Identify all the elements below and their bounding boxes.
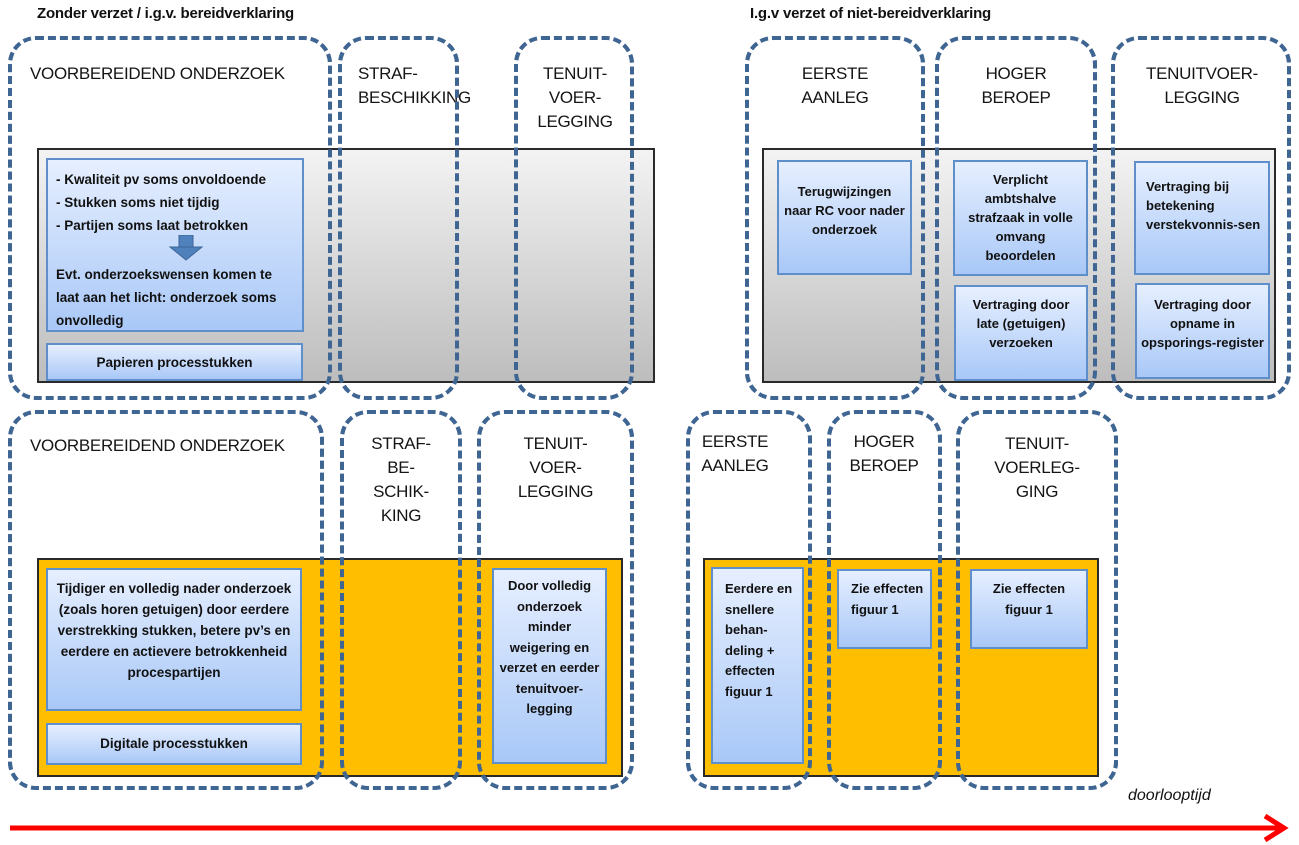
card-vertraging-betekening: Vertraging bij betekening verstekvonnis-… — [1134, 161, 1270, 275]
phase-divider — [827, 410, 942, 790]
phase-divider — [514, 36, 634, 400]
phase-divider — [340, 410, 462, 790]
phase-label: VOORBEREIDEND ONDERZOEK — [30, 436, 285, 455]
phase-divider — [745, 36, 925, 400]
card-zie-effecten-hoger-beroep: Zie effecten figuur 1 — [837, 569, 932, 649]
card-digital-documents: Digitale processtukken — [46, 723, 302, 765]
phase-divider — [477, 410, 634, 790]
heading-without-objection: Zonder verzet / i.g.v. bereidverklaring — [37, 5, 295, 22]
card-tijdiger-onderzoek: Tijdiger en volledig nader onderzoek (zo… — [46, 568, 302, 711]
phase-divider — [8, 36, 332, 400]
down-arrow-icon — [56, 235, 298, 263]
phase-divider — [8, 410, 324, 790]
card-terugwijzingen: Terugwijzingen naar RC voor nader onderz… — [777, 160, 912, 275]
timeline-arrow-head — [1263, 813, 1289, 843]
card-eerdere-behandeling: Eerdere en snellere behan-deling + effec… — [711, 567, 804, 764]
phase-label: TENUIT- VOERLEG- GING — [994, 434, 1080, 501]
phase-label: HOGER BEROEP — [981, 64, 1051, 107]
card-current-problems: - Kwaliteit pv soms onvoldoende - Stukke… — [46, 158, 304, 332]
phase-label: HOGER BEROEP — [849, 432, 919, 475]
phase-label: TENUITVOER- LEGGING — [1146, 64, 1258, 107]
phase-label: TENUIT- VOER- LEGGING — [537, 64, 613, 131]
heading-with-objection: I.g.v verzet of niet-bereidverklaring — [750, 5, 992, 22]
problem-conclusion: Evt. onderzoekswensen komen te laat aan … — [56, 267, 277, 328]
phase-divider — [935, 36, 1097, 400]
phase-divider — [338, 36, 459, 400]
card-verplicht-beoordelen: Verplicht ambtshalve strafzaak in volle … — [953, 160, 1088, 276]
card-paper-documents: Papieren processtukken — [46, 343, 303, 381]
card-vertraging-opname: Vertraging door opname in opsporings-reg… — [1135, 283, 1270, 379]
timeline-label: doorlooptijd — [1128, 787, 1211, 804]
phase-label: TENUIT- VOER- LEGGING — [517, 434, 594, 501]
phase-label: STRAF- BE- SCHIK- KING — [371, 434, 431, 525]
phase-divider — [956, 410, 1118, 790]
phase-label: EERSTE AANLEG — [701, 432, 769, 475]
card-zie-effecten-tenuitvoerlegging: Zie effecten figuur 1 — [970, 569, 1088, 649]
card-door-volledig-onderzoek: Door volledig onderzoek minder weigering… — [492, 568, 607, 764]
phase-label: VOORBEREIDEND ONDERZOEK — [30, 64, 285, 83]
phase-divider — [1111, 36, 1291, 400]
problem-item: - Stukken soms niet tijdig — [56, 195, 220, 210]
phase-label: STRAF- BESCHIKKING — [358, 64, 471, 107]
timeline-arrow — [10, 813, 1289, 843]
problem-item: - Kwaliteit pv soms onvoldoende — [56, 172, 267, 187]
problem-item: - Partijen soms laat betrokken — [56, 218, 249, 233]
phase-divider — [686, 410, 812, 790]
card-vertraging-late-verzoeken: Vertraging door late (getuigen) verzoeke… — [954, 285, 1088, 381]
phase-label: EERSTE AANLEG — [801, 64, 869, 107]
